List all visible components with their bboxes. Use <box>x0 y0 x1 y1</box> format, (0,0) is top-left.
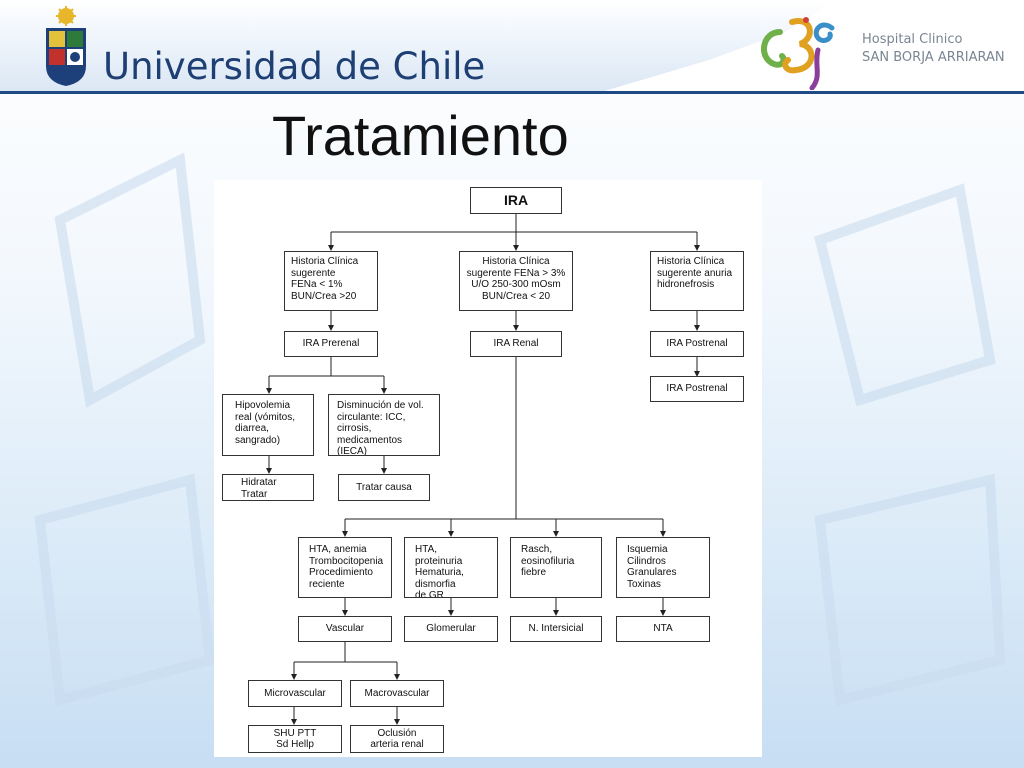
node-hc-renal: Historia Clínica sugerente FENa > 3% U/O… <box>459 251 573 311</box>
node-ira-prerenal: IRA Prerenal <box>284 331 378 357</box>
node-rasch: Rasch, eosinofiluria fiebre <box>510 537 602 598</box>
node-hc-postrenal: Historia Clínica sugerente anuria hidron… <box>650 251 744 311</box>
node-hipovolemia: Hipovolemia real (vómitos, diarrea, sang… <box>222 394 314 456</box>
slide-title: Tratamiento <box>272 104 569 167</box>
node-hta-proteinuria: HTA, proteinuria Hematuria, dismorfia de… <box>404 537 498 598</box>
flowchart-panel: IRA Historia Clínica sugerente FENa < 1%… <box>214 180 762 757</box>
node-ira-postrenal-1: IRA Postrenal <box>650 331 744 357</box>
node-ira-postrenal-2: IRA Postrenal <box>650 376 744 402</box>
node-shu: SHU PTT Sd Hellp <box>248 725 342 753</box>
node-vascular: Vascular <box>298 616 392 642</box>
university-name: Universidad de Chile <box>103 45 486 88</box>
node-n-intersicial: N. Intersicial <box>510 616 602 642</box>
university-crest-logo <box>46 6 86 86</box>
node-tratar-causa: Tratar causa <box>338 474 430 501</box>
node-glomerular: Glomerular <box>404 616 498 642</box>
node-oclusion: Oclusión arteria renal <box>350 725 444 753</box>
header-divider <box>0 91 1024 94</box>
node-hta-anemia: HTA, anemia Trombocitopenia Procedimient… <box>298 537 392 598</box>
node-hc-prerenal: Historia Clínica sugerente FENa < 1% BUN… <box>284 251 378 311</box>
hospital-name-line2: SAN BORJA ARRIARAN <box>862 50 1005 65</box>
header: Universidad de Chile Hospital Clinico SA… <box>0 0 1024 94</box>
node-ira-renal: IRA Renal <box>470 331 562 357</box>
node-nta: NTA <box>616 616 710 642</box>
hospital-logo <box>761 17 835 90</box>
node-isquemia: Isquemia Cilindros Granulares Toxinas <box>616 537 710 598</box>
node-ira: IRA <box>470 187 562 214</box>
node-disminucion: Disminución de vol. circulante: ICC, cir… <box>328 394 440 456</box>
hospital-name-line1: Hospital Clinico <box>862 32 963 47</box>
node-microvascular: Microvascular <box>248 680 342 707</box>
node-macrovascular: Macrovascular <box>350 680 444 707</box>
node-hidratar: Hidratar Tratar causa <box>222 474 314 501</box>
